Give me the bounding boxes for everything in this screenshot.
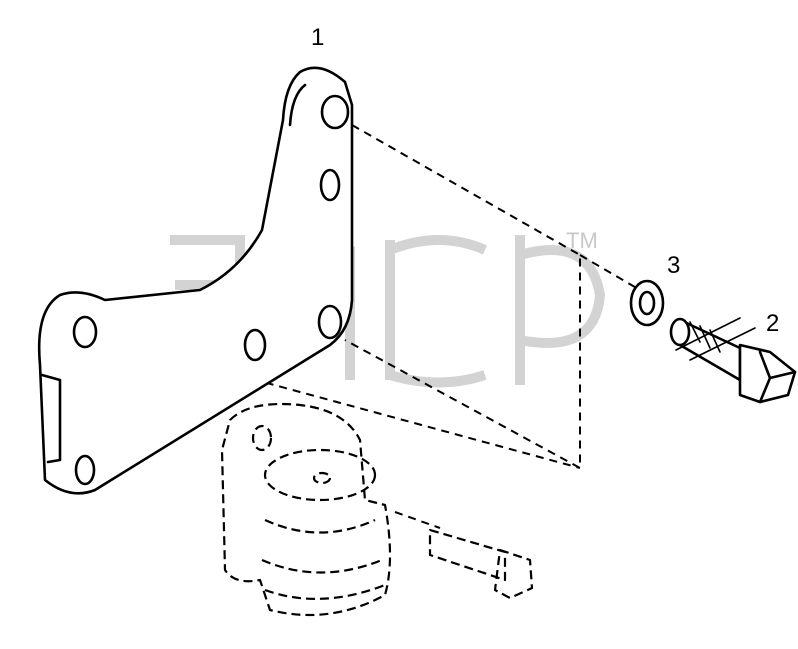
trademark-mark: TM <box>566 228 598 253</box>
callout-2: 2 <box>766 310 779 337</box>
callout-3: 3 <box>667 252 680 279</box>
callout-1: 1 <box>311 24 324 51</box>
bracket-part-1 <box>37 66 354 495</box>
bolt-part-2 <box>669 317 797 404</box>
mount-assembly-ghost <box>220 402 534 617</box>
washer-part-3 <box>629 279 665 327</box>
